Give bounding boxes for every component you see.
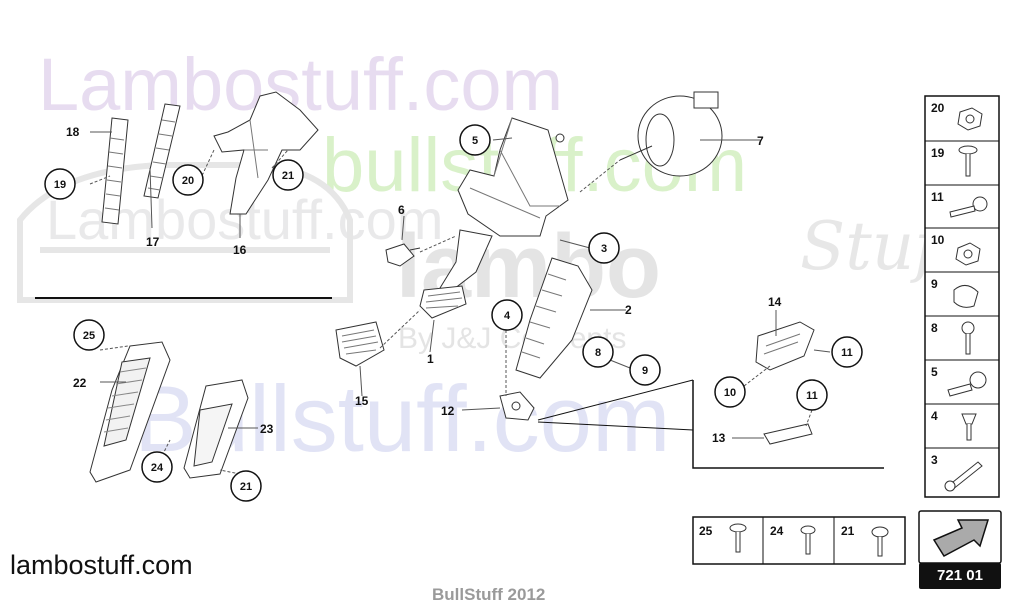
callout-11-lower: 11 bbox=[796, 379, 828, 411]
detail-pointer-a bbox=[537, 379, 694, 421]
callout-3: 3 bbox=[588, 232, 620, 264]
fastener-5-label: 5 bbox=[931, 365, 938, 379]
label-2: 2 bbox=[625, 303, 632, 317]
detail-box-frame bbox=[692, 380, 884, 469]
svg-text:25: 25 bbox=[83, 330, 95, 342]
pedal-cover-22 bbox=[89, 341, 171, 483]
brake-booster-7 bbox=[619, 91, 723, 177]
fastener-24-label: 24 bbox=[770, 524, 784, 538]
callout-4: 4 bbox=[491, 299, 523, 331]
callout-9: 9 bbox=[629, 354, 661, 386]
label-23: 23 bbox=[260, 422, 274, 436]
svg-text:19: 19 bbox=[54, 179, 66, 191]
svg-text:9: 9 bbox=[642, 365, 648, 377]
callout-11-upper: 11 bbox=[831, 336, 863, 368]
footer-copyright: BullStuff 2012 bbox=[432, 585, 546, 604]
label-7: 7 bbox=[757, 134, 764, 148]
switch-6 bbox=[385, 243, 421, 267]
svg-text:20: 20 bbox=[182, 175, 194, 187]
fastener-3-label: 3 bbox=[931, 453, 938, 467]
label-6: 6 bbox=[398, 203, 405, 217]
label-18: 18 bbox=[66, 125, 80, 139]
svg-text:4: 4 bbox=[504, 310, 511, 322]
svg-text:11: 11 bbox=[841, 347, 853, 359]
detail-pointer-b bbox=[537, 421, 694, 431]
label-1: 1 bbox=[427, 352, 434, 366]
callout-10: 10 bbox=[714, 376, 746, 408]
svg-text:24: 24 bbox=[151, 462, 164, 474]
fastener-panel-bottom bbox=[692, 516, 906, 565]
brake-pedal-1 bbox=[419, 229, 493, 319]
fastener-10-label: 10 bbox=[931, 233, 945, 247]
label-13: 13 bbox=[712, 431, 726, 445]
label-22: 22 bbox=[73, 376, 87, 390]
pedal-strip-17 bbox=[143, 103, 181, 199]
callout-5: 5 bbox=[459, 124, 491, 156]
bracket-16 bbox=[213, 91, 319, 215]
fastener-4-label: 4 bbox=[931, 409, 938, 423]
svg-text:8: 8 bbox=[595, 347, 601, 359]
svg-text:21: 21 bbox=[240, 481, 252, 493]
fastener-panel-right bbox=[924, 95, 1000, 498]
page-number: 721 01 bbox=[919, 563, 1001, 589]
label-14: 14 bbox=[768, 295, 782, 309]
accelerator-2 bbox=[515, 257, 593, 379]
next-page-arrow-icon[interactable] bbox=[918, 510, 1002, 564]
callout-24: 24 bbox=[141, 451, 173, 483]
fastener-20-label: 20 bbox=[931, 101, 945, 115]
footer-site-name[interactable]: lambostuff.com bbox=[10, 550, 193, 580]
svg-text:3: 3 bbox=[601, 243, 607, 255]
svg-text:11: 11 bbox=[806, 390, 818, 402]
label-17: 17 bbox=[146, 235, 160, 249]
callout-8: 8 bbox=[582, 336, 614, 368]
label-12: 12 bbox=[441, 404, 455, 418]
leader-lines bbox=[89, 131, 831, 477]
callout-19: 19 bbox=[44, 168, 76, 200]
fastener-25-label: 25 bbox=[699, 524, 713, 538]
svg-text:21: 21 bbox=[282, 170, 294, 182]
pedal-strip-18 bbox=[101, 117, 129, 225]
fastener-9-label: 9 bbox=[931, 277, 938, 291]
label-15: 15 bbox=[355, 394, 369, 408]
pedal-cover-23 bbox=[183, 379, 249, 479]
bracket-13 bbox=[763, 423, 813, 445]
callout-21-top: 21 bbox=[272, 159, 304, 191]
callout-21-bottom: 21 bbox=[230, 470, 262, 502]
callout-25: 25 bbox=[73, 319, 105, 351]
fastener-19-label: 19 bbox=[931, 146, 945, 160]
bracket-12 bbox=[499, 391, 535, 421]
label-16: 16 bbox=[233, 243, 247, 257]
bracket-14 bbox=[755, 321, 815, 371]
fastener-21-label: 21 bbox=[841, 524, 855, 538]
pedal-pad-15 bbox=[335, 321, 385, 367]
fastener-8-label: 8 bbox=[931, 321, 938, 335]
callout-20: 20 bbox=[172, 164, 204, 196]
pedal-box-5 bbox=[457, 117, 569, 237]
svg-text:10: 10 bbox=[724, 387, 736, 399]
fastener-11-label: 11 bbox=[931, 190, 944, 204]
svg-text:5: 5 bbox=[472, 135, 478, 147]
